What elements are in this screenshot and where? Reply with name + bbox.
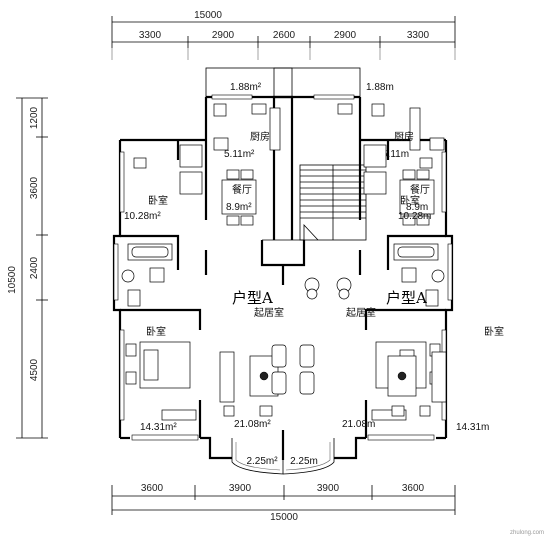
- dim-top-1: 3300: [139, 30, 162, 41]
- center-furniture: [271, 344, 315, 395]
- bedroom-south-right-area: 14.31m: [456, 422, 489, 433]
- dim-left-4: 4500: [29, 358, 40, 381]
- dim-bottom-4: 3600: [402, 483, 425, 494]
- front-balcony-right-area: 2.25m: [290, 456, 318, 467]
- dining-right-name: 餐厅: [410, 183, 430, 196]
- dim-left-1: 1200: [29, 106, 40, 129]
- dim-top-total: 15000: [194, 10, 222, 21]
- living-right-name: 起居室: [346, 306, 376, 319]
- dim-bottom-total: 15000: [270, 512, 298, 523]
- dining-right: 餐厅 8.9m: [399, 169, 435, 226]
- kitchen-right-area: 5.11m: [382, 149, 409, 160]
- bedroom-south-right-name: 卧室: [484, 325, 504, 338]
- unit-label-right: 户型A: [386, 289, 427, 307]
- dim-bottom-2: 3900: [229, 483, 252, 494]
- dining-left-area: 8.9m²: [226, 202, 252, 213]
- stairwell: [262, 164, 367, 241]
- dining-left: 餐厅 8.9m²: [221, 169, 257, 226]
- dim-bottom-3: 3900: [317, 483, 340, 494]
- kitchen-right: 1.88m 厨房 5.11m: [337, 82, 445, 160]
- living-right-area: 21.08m: [342, 419, 375, 430]
- living-left: 起居室 21.08m²: [219, 306, 284, 430]
- dining-left-name: 餐厅: [232, 183, 252, 196]
- kitchen-left-name: 厨房: [250, 130, 270, 143]
- dim-top-4: 2900: [334, 30, 357, 41]
- walls: [112, 67, 454, 460]
- bedroom-north-right: 卧室 10.28m: [363, 144, 433, 222]
- bedroom-north-left: 卧室 10.28m²: [124, 144, 203, 222]
- front-balconies: 2.25m² 2.25m: [231, 438, 335, 475]
- living-left-name: 起居室: [254, 306, 284, 319]
- dim-top-3: 2600: [273, 30, 296, 41]
- bedroom-north-left-name: 卧室: [148, 194, 168, 207]
- kitchen-left: 1.88m² 厨房 5.11m²: [213, 82, 281, 160]
- unit-label-left: 户型A: [232, 289, 273, 307]
- bottom-dimension-chain: 3600 3900 3900 3600 15000: [111, 483, 456, 523]
- dim-left-2: 3600: [29, 176, 40, 199]
- kitchen-right-name: 厨房: [394, 130, 414, 143]
- dining-right-area: 8.9m: [406, 202, 428, 213]
- dim-bottom-1: 3600: [141, 483, 164, 494]
- kitchen-left-area: 5.11m²: [224, 149, 255, 160]
- bathroom-left: [121, 243, 173, 307]
- bedroom-south-left-area: 14.31m²: [140, 422, 177, 433]
- balcony-left-area: 1.88m²: [230, 82, 262, 93]
- bedroom-north-left-area: 10.28m²: [124, 211, 161, 222]
- living-left-area: 21.08m²: [234, 419, 271, 430]
- front-balcony-left-area: 2.25m²: [246, 456, 278, 467]
- bedroom-north-right-name: 卧室: [400, 194, 420, 207]
- bedroom-south-left-name: 卧室: [146, 325, 166, 338]
- dim-left-3: 2400: [29, 256, 40, 279]
- bedroom-north-right-area: 10.28m: [398, 211, 431, 222]
- top-dimension-chain: 15000 3300 2900 2600 2900 3300: [111, 10, 456, 60]
- dim-top-5: 3300: [407, 30, 430, 41]
- watermark: zhulong.com: [510, 530, 544, 536]
- balcony-right-area: 1.88m: [366, 82, 394, 93]
- dim-top-2: 2900: [212, 30, 235, 41]
- dim-left-total: 10500: [7, 266, 18, 294]
- entry-plants: [304, 277, 352, 300]
- bedroom-south-left: 卧室 14.31m²: [125, 325, 197, 433]
- bathroom-right: [393, 243, 445, 307]
- left-dimension-chain: 10500 1200 3600 2400 4500: [7, 97, 48, 439]
- living-right: 起居室 21.08m: [342, 306, 447, 430]
